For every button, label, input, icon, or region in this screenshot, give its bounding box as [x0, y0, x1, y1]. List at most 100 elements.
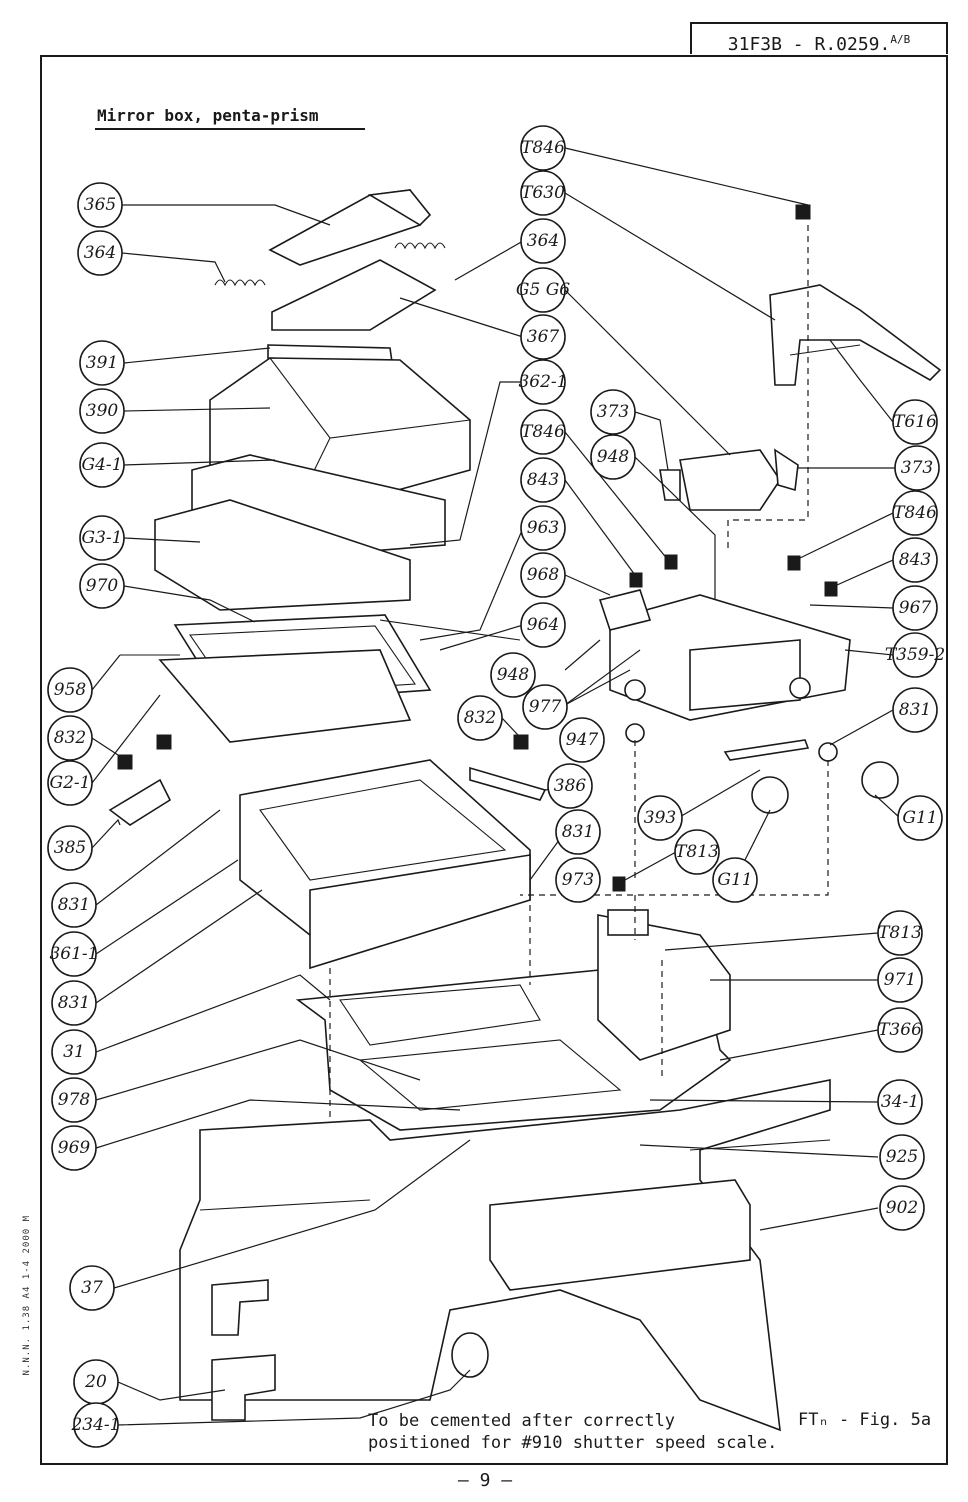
callout-center-2: 364 — [520, 218, 566, 264]
callout-right-9: G11 — [897, 795, 943, 841]
callout-label: 361-1 — [49, 944, 98, 964]
callout-label: 831 — [899, 700, 931, 720]
callout-left-1: 364 — [77, 230, 123, 276]
callout-center-17: 386 — [547, 763, 593, 809]
callout-label: 963 — [527, 518, 559, 538]
callout-center-7: 843 — [520, 457, 566, 503]
doc-ref-sub-top: A — [890, 33, 897, 46]
callout-circle — [892, 399, 938, 445]
callout-left-3: 390 — [79, 388, 125, 434]
callout-circle — [73, 1402, 119, 1448]
callout-circle — [520, 505, 566, 551]
callout-label: 390 — [86, 401, 119, 421]
callout-circle — [51, 980, 97, 1026]
callout-right-15: T366 — [877, 1007, 923, 1053]
callout-center-10: 964 — [520, 602, 566, 648]
callout-center-16: 973 — [555, 857, 601, 903]
callout-circle — [490, 652, 536, 698]
callout-left-5: G3-1 — [79, 515, 125, 561]
callout-label: 234-1 — [70, 1415, 120, 1435]
callout-circle — [520, 457, 566, 503]
callout-circle — [520, 218, 566, 264]
callout-center-11: 948 — [490, 652, 536, 698]
callout-circle — [79, 340, 125, 386]
drawing-frame — [40, 55, 948, 1465]
callout-right-12: G11 — [712, 857, 758, 903]
callout-center-3: G5 G6 — [516, 267, 570, 313]
callout-label: 831 — [562, 822, 594, 842]
callout-center-6: T846 — [520, 409, 566, 455]
callout-circle — [877, 910, 923, 956]
callout-label: 967 — [899, 598, 932, 618]
callout-left-11: 831 — [51, 882, 97, 928]
callout-left-6: 970 — [79, 563, 125, 609]
callout-label: 973 — [562, 870, 594, 890]
callout-circle — [879, 1134, 925, 1180]
callout-right-10: 393 — [637, 795, 683, 841]
callout-right-8: 831 — [892, 687, 938, 733]
callout-circle — [47, 715, 93, 761]
callout-label: T813 — [878, 923, 922, 943]
callout-label: 831 — [58, 993, 90, 1013]
callout-right-16: 34-1 — [877, 1079, 923, 1125]
callout-label: T813 — [675, 842, 719, 862]
callout-circle — [559, 717, 605, 763]
callout-left-7: 958 — [47, 667, 93, 713]
callout-left-9: G2-1 — [47, 760, 93, 806]
callout-label: 391 — [86, 353, 118, 373]
figure-reference: FTₙ - Fig. 5a — [798, 1410, 932, 1430]
callout-circle — [894, 445, 940, 491]
callout-label: T846 — [521, 422, 565, 442]
callout-circle — [69, 1265, 115, 1311]
callout-label: 948 — [597, 447, 630, 467]
callout-label: 970 — [86, 576, 119, 596]
callout-center-0: T846 — [520, 125, 566, 171]
callout-label: 31 — [63, 1042, 85, 1062]
callout-label: 902 — [886, 1198, 918, 1218]
callout-center-5: 362-1 — [518, 359, 568, 405]
callout-circle — [712, 857, 758, 903]
callout-label: 393 — [644, 808, 676, 828]
callout-left-18: 20 — [73, 1359, 119, 1405]
callout-label: G5 G6 — [516, 280, 570, 300]
callout-label: 843 — [899, 550, 931, 570]
callout-right-3: 948 — [590, 434, 636, 480]
page-number: — 9 — — [457, 1470, 513, 1491]
callout-circle — [590, 434, 636, 480]
callout-circle — [47, 760, 93, 806]
callout-left-4: G4-1 — [79, 442, 125, 488]
callout-left-13: 831 — [51, 980, 97, 1026]
side-print-code: N.N.N. 1.38 A4 1-4 2000 M — [22, 1215, 32, 1375]
callout-circle — [555, 809, 601, 855]
callout-label: G2-1 — [50, 773, 91, 793]
part-drawings — [108, 189, 942, 1432]
callout-left-14: 31 — [51, 1029, 97, 1075]
callout-left-0: 365 — [77, 182, 123, 228]
callout-circle — [520, 170, 566, 216]
document-reference: 31F3B - R.0259.A/B — [690, 22, 948, 55]
doc-ref-sub: A/B — [890, 33, 911, 46]
callout-circle — [520, 314, 566, 360]
callout-label: 385 — [54, 838, 86, 858]
callout-center-13: 832 — [457, 695, 503, 741]
callout-label: 386 — [554, 776, 587, 796]
callout-label: 364 — [84, 243, 116, 263]
doc-ref-text: 31F3B - R.0259. — [727, 34, 891, 55]
callout-right-0: T616 — [892, 399, 938, 445]
callout-left-10: 385 — [47, 825, 93, 871]
callout-label: 37 — [81, 1278, 103, 1298]
callout-label: G11 — [902, 808, 937, 828]
callout-center-9: 968 — [520, 552, 566, 598]
callout-circle — [879, 1185, 925, 1231]
callout-circle — [547, 763, 593, 809]
callout-right-2: 373 — [894, 445, 940, 491]
callout-right-6: 967 — [892, 585, 938, 631]
diagram-title: Mirror box, penta-prism — [97, 106, 319, 125]
callout-label: G3-1 — [82, 528, 123, 548]
callout-circle — [520, 267, 566, 313]
callout-right-14: 971 — [877, 957, 923, 1003]
callout-label: 832 — [464, 708, 496, 728]
callout-label: 977 — [529, 697, 562, 717]
callout-right-18: 902 — [879, 1185, 925, 1231]
